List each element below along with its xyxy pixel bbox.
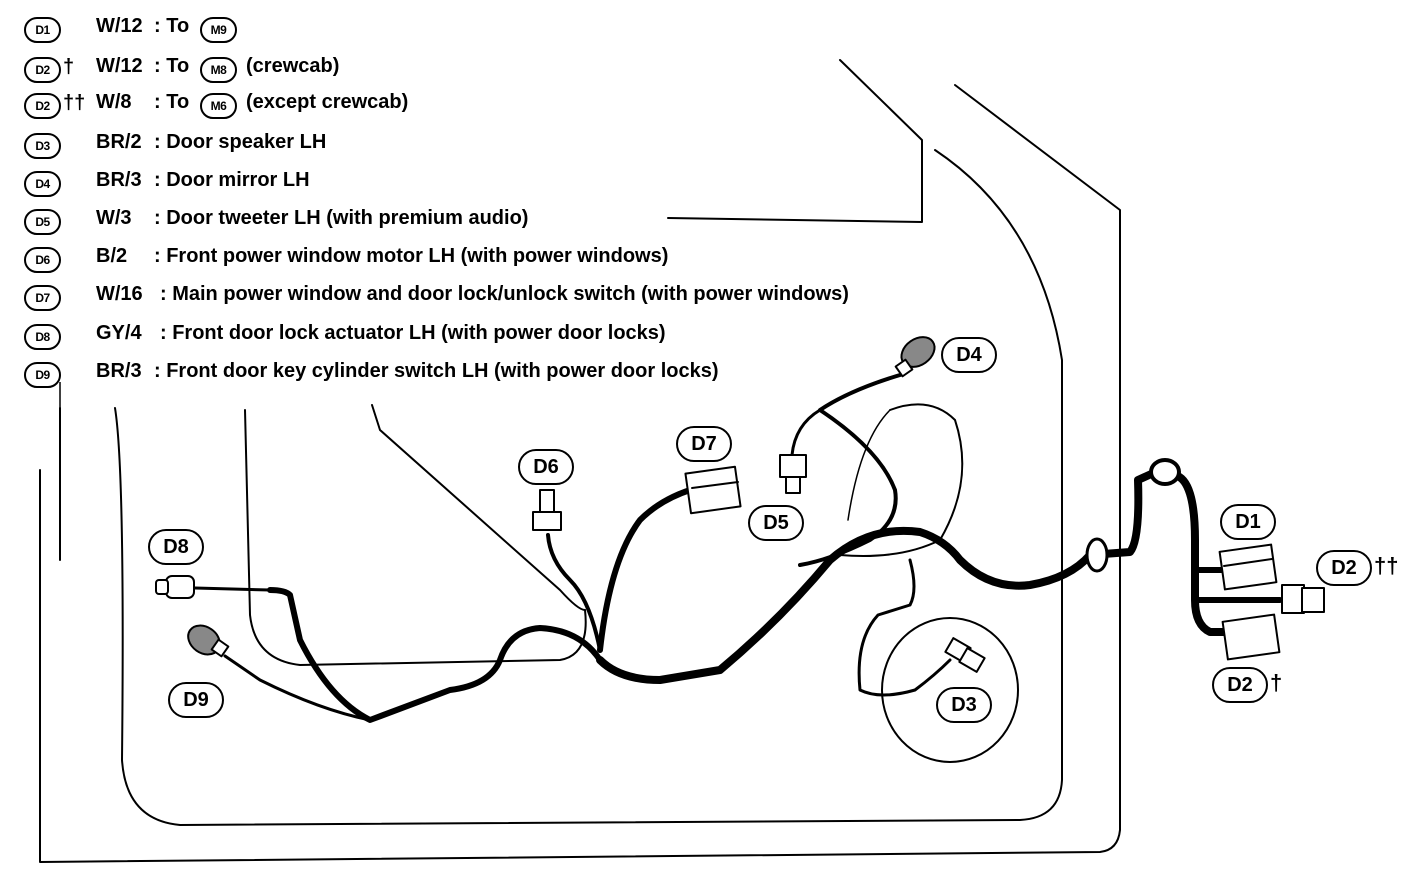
speaker-opening [881,617,1019,763]
callout-d2-dagger: † [1270,670,1283,695]
legend-wire-code: W/8 [96,91,132,113]
legend-wire-code: W/12 [96,55,143,77]
legend-wire-code: GY/4 [96,322,142,344]
legend-mark: † [63,56,75,78]
legend-id-pill: D7 [24,285,61,311]
legend-wire-code: BR/3 [96,360,142,382]
legend-id-pill: D4 [24,171,61,197]
harness-d5-d4-wire [798,373,902,567]
harness-d3-wire [857,558,952,697]
door-window-frame [667,59,923,223]
callout-d8: D8 [148,529,204,565]
legend-id-pill: D2 [24,57,61,83]
callout-d9: D9 [168,682,224,718]
callout-d7: D7 [676,426,732,462]
harness-right-trunk [1086,466,1164,559]
harness-d9-wire [223,654,372,722]
callout-d2-except-crewcab: D2 [1316,550,1372,586]
legend-description: : To [154,91,190,113]
callout-d6: D6 [518,449,574,485]
connector-d1-shape [1218,543,1278,591]
speaker-recess [839,403,964,557]
harness-left-loop [267,587,603,723]
legend-description: : Door mirror LH [154,169,310,191]
callout-d4: D4 [941,337,997,373]
connector-d6-shape [532,489,562,531]
harness-d8-wire [193,586,272,592]
door-inner-panel [114,149,1063,826]
connector-d2b-shape [1221,613,1281,661]
grommet-top [1149,458,1181,486]
legend-id-pill: D6 [24,247,61,273]
speaker-recess-inner [847,409,891,521]
callout-d3: D3 [936,687,992,723]
legend-description: : Main power window and door lock/unlock… [160,283,849,305]
callout-d2-crewcab: D2 [1212,667,1268,703]
harness-d5-wire [790,408,822,457]
legend-description: : Front door key cylinder switch LH (wit… [154,360,719,382]
legend-mark: †† [63,92,86,114]
connector-d5-shape [779,454,807,494]
door-trim-lower [244,409,587,666]
door-outer-outline [39,84,1121,863]
legend-description: : To [154,55,190,77]
legend-suffix: (crewcab) [246,55,340,77]
legend-wire-code: B/2 [96,245,128,267]
legend-description: : To [154,15,190,37]
legend-id-pill: D5 [24,209,61,235]
legend-description: : Door speaker LH [154,131,327,153]
connector-legend: D1 W/12 : To M9 D2 † W/12 : To M8 (crewc… [0,0,1408,400]
legend-wire-code: BR/3 [96,169,142,191]
door-trim-diagonal [371,404,586,611]
connector-d4-shape [894,336,936,378]
legend-description: : Front door lock actuator LH (with powe… [160,322,666,344]
connector-d9-shape [187,624,230,658]
harness-d6-wire [546,533,602,652]
callout-d5: D5 [748,505,804,541]
callout-d1: D1 [1220,504,1276,540]
legend-id-pill: D8 [24,324,61,350]
legend-ref-pill: M8 [200,57,237,83]
legend-id-pill: D9 [24,362,61,388]
legend-ref-pill: M9 [200,17,237,43]
harness-d7-branch [597,487,693,653]
callout-d2-double-dagger: †† [1374,553,1399,578]
legend-id-pill: D2 [24,93,61,119]
legend-suffix: (except crewcab) [246,91,409,113]
connector-d7-shape [684,465,742,515]
legend-wire-code: W/16 [96,283,143,305]
harness-main-trunk [596,526,1094,684]
harness-right-branch [1171,471,1229,636]
grommet-center [1085,537,1109,573]
legend-id-pill: D3 [24,133,61,159]
legend-wire-code: BR/2 [96,131,142,153]
legend-wire-code: W/12 [96,15,143,37]
connector-d8-shape [155,575,195,599]
connector-d3-shape [944,637,986,673]
legend-description: : Door tweeter LH (with premium audio) [154,207,529,229]
legend-wire-code: W/3 [96,207,132,229]
legend-ref-pill: M6 [200,93,237,119]
connector-d2a-shape [1281,584,1325,614]
legend-id-pill: D1 [24,17,61,43]
legend-description: : Front power window motor LH (with powe… [154,245,669,267]
